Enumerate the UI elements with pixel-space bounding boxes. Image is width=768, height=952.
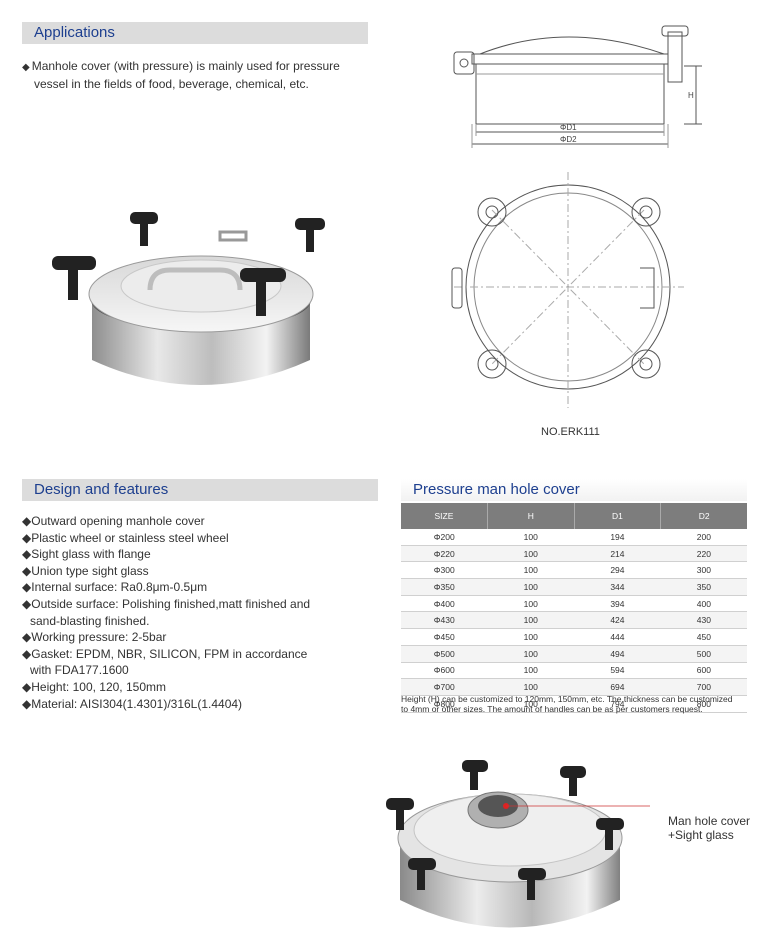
spec-table-header-row: SIZE H D1 D2 — [401, 503, 747, 529]
callout-line-1: Man hole cover — [668, 814, 751, 828]
spec-note-line-1: Height (H) can be customized to 120mm, 1… — [401, 694, 733, 704]
manhole-cover-photo — [52, 212, 325, 385]
manhole-sight-glass-photo — [386, 760, 650, 928]
feature-item: ◆Plastic wheel or stainless steel wheel — [22, 530, 229, 545]
spec-title: Pressure man hole cover — [413, 481, 580, 498]
diamond-bullet-icon: ◆ — [22, 62, 30, 73]
dim-d2-label: ΦD2 — [560, 135, 577, 144]
feature-item: ◆Gasket: EPDM, NBR, SILICON, FPM in acco… — [22, 646, 308, 661]
col-h: H — [487, 503, 575, 529]
applications-title: Applications — [34, 24, 115, 41]
col-size: SIZE — [401, 503, 488, 529]
feature-item: ◆Working pressure: 2-5bar — [22, 630, 167, 645]
applications-header: Applications — [22, 22, 368, 44]
feature-item: ◆Sight glass with flange — [22, 547, 151, 562]
side-view-drawing: H ΦD1 ΦD2 — [453, 25, 702, 148]
applications-line-1: Manhole cover (with pressure) is mainly … — [31, 59, 340, 73]
feature-item: ◆Union type sight glass — [22, 563, 149, 578]
feature-item: ◆Outside surface: Polishing finished,mat… — [22, 596, 311, 611]
design-header: Design and features — [22, 479, 378, 501]
applications-text: ◆Manhole cover (with pressure) is mainly… — [22, 58, 362, 92]
feature-item: ◆Material: AISI304(1.4301)/316L(1.4404) — [22, 696, 243, 711]
callout-line-2: +Sight glass — [668, 828, 734, 842]
col-d1: D1 — [574, 503, 662, 529]
spec-note: Height (H) can be customized to 120mm, 1… — [401, 694, 761, 714]
col-d2: D2 — [660, 503, 747, 529]
features-list: ◆Outward opening manhole cover ◆Plastic … — [22, 513, 367, 712]
feature-item: ◆Outward opening manhole cover — [22, 514, 205, 528]
spec-header: Pressure man hole cover — [401, 479, 747, 501]
callout-label: Man hole cover +Sight glass — [668, 814, 750, 842]
top-view-drawing — [451, 172, 684, 408]
feature-item: ◆Internal surface: Ra0.8μm-0.5μm — [22, 580, 208, 595]
dim-d1-label: ΦD1 — [560, 123, 577, 132]
dim-h-label: H — [688, 91, 694, 100]
feature-item-continued: sand-blasting finished. — [30, 613, 150, 628]
spec-note-line-2: to 4mm or other sizes. The amount of han… — [401, 704, 703, 714]
model-number: NO.ERK111 — [541, 426, 600, 438]
feature-item-continued: with FDA177.1600 — [30, 663, 129, 678]
feature-item: ◆Height: 100, 120, 150mm — [22, 679, 166, 694]
applications-line-2: vessel in the fields of food, beverage, … — [34, 77, 309, 91]
design-title: Design and features — [34, 481, 169, 498]
